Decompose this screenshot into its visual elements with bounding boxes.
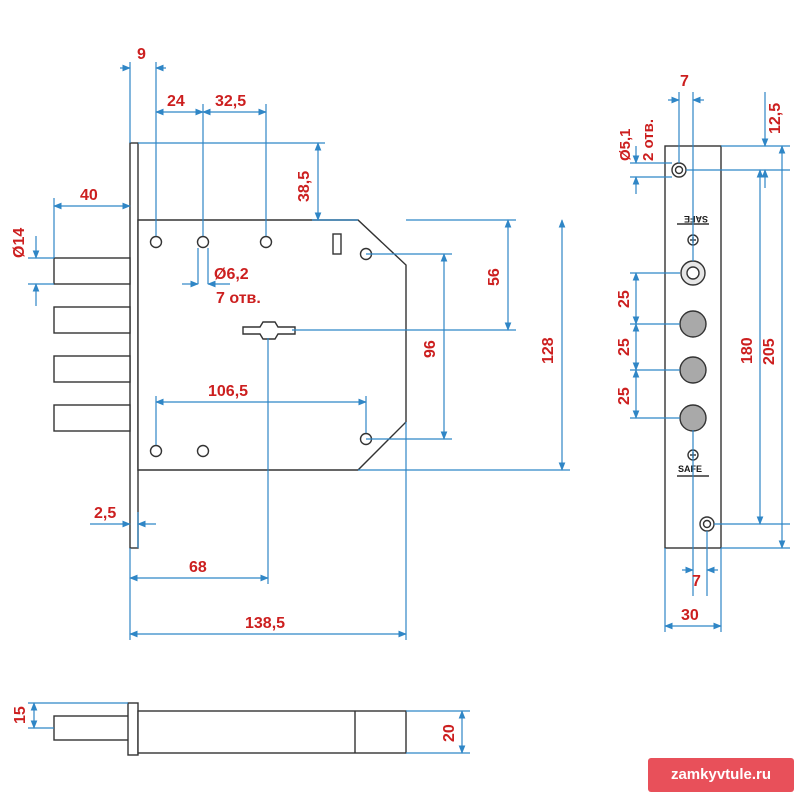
dim-38-5: 38,5	[296, 171, 313, 202]
bolt-3	[53, 355, 131, 383]
bottom-bolt	[53, 715, 131, 741]
side-bolt-opening-2	[679, 356, 707, 384]
slot	[332, 233, 342, 255]
side-screw-top-inner	[674, 165, 684, 175]
side-dim-7-top: 7	[680, 73, 689, 90]
bolt-2	[53, 306, 131, 334]
logo-top: SAFE	[684, 214, 708, 224]
dim-68: 68	[189, 559, 207, 576]
dim-15: 15	[12, 706, 29, 724]
hole-top-2	[196, 235, 210, 249]
dim-138-5: 138,5	[245, 615, 285, 632]
dim-106-5: 106,5	[208, 383, 248, 400]
watermark-badge: zamkyvtule.ru	[648, 758, 794, 792]
side-view: SAFE SAFE 7 Ø5,1 2 отв. 12,5	[616, 73, 790, 632]
hole-top-1	[149, 235, 163, 249]
dim-40: 40	[80, 187, 98, 204]
dim-56: 56	[486, 268, 503, 286]
keyhole	[242, 321, 296, 340]
side-dim-7-bottom: 7	[692, 573, 701, 590]
side-dim-30: 30	[681, 607, 699, 624]
hole-top-3	[259, 235, 273, 249]
logo-bottom: SAFE	[678, 464, 702, 474]
dim-32-5: 32,5	[215, 93, 246, 110]
side-dim-25-b: 25	[616, 338, 633, 356]
side-dim-180: 180	[739, 337, 756, 364]
dim-7-holes: 7 отв.	[216, 290, 261, 307]
side-bolt-opening-1	[679, 310, 707, 338]
dim-20: 20	[441, 724, 458, 742]
bolt-4	[53, 404, 131, 432]
side-dim-d5-1: Ø5,1	[617, 128, 634, 161]
side-dim-12-5: 12,5	[767, 103, 784, 134]
front-view: 9 24 32,5 38,5 40 Ø14 Ø6,2 7 отв. 56	[11, 46, 570, 640]
side-cylinder-inner	[686, 266, 700, 280]
dim-9: 9	[137, 46, 146, 63]
dim-96: 96	[422, 340, 439, 358]
side-dim-2-holes: 2 отв.	[640, 119, 657, 161]
faceplate	[129, 142, 139, 549]
dim-d6-2: Ø6,2	[214, 266, 249, 283]
side-dim-25-c: 25	[616, 387, 633, 405]
side-dim-25-a: 25	[616, 290, 633, 308]
hole-bottom-1	[149, 444, 163, 458]
hole-bottom-2	[196, 444, 210, 458]
bottom-view: 15 20	[12, 702, 470, 756]
dim-2-5: 2,5	[94, 505, 116, 522]
dim-128: 128	[540, 337, 557, 364]
bolt-1	[53, 257, 131, 285]
bottom-body	[137, 710, 407, 754]
bottom-faceplate	[127, 702, 139, 756]
dim-24: 24	[167, 93, 185, 110]
side-dim-205: 205	[761, 338, 778, 365]
side-bolt-opening-3	[679, 404, 707, 432]
dim-d14: Ø14	[11, 228, 28, 258]
side-screw-bottom-inner	[702, 519, 712, 529]
